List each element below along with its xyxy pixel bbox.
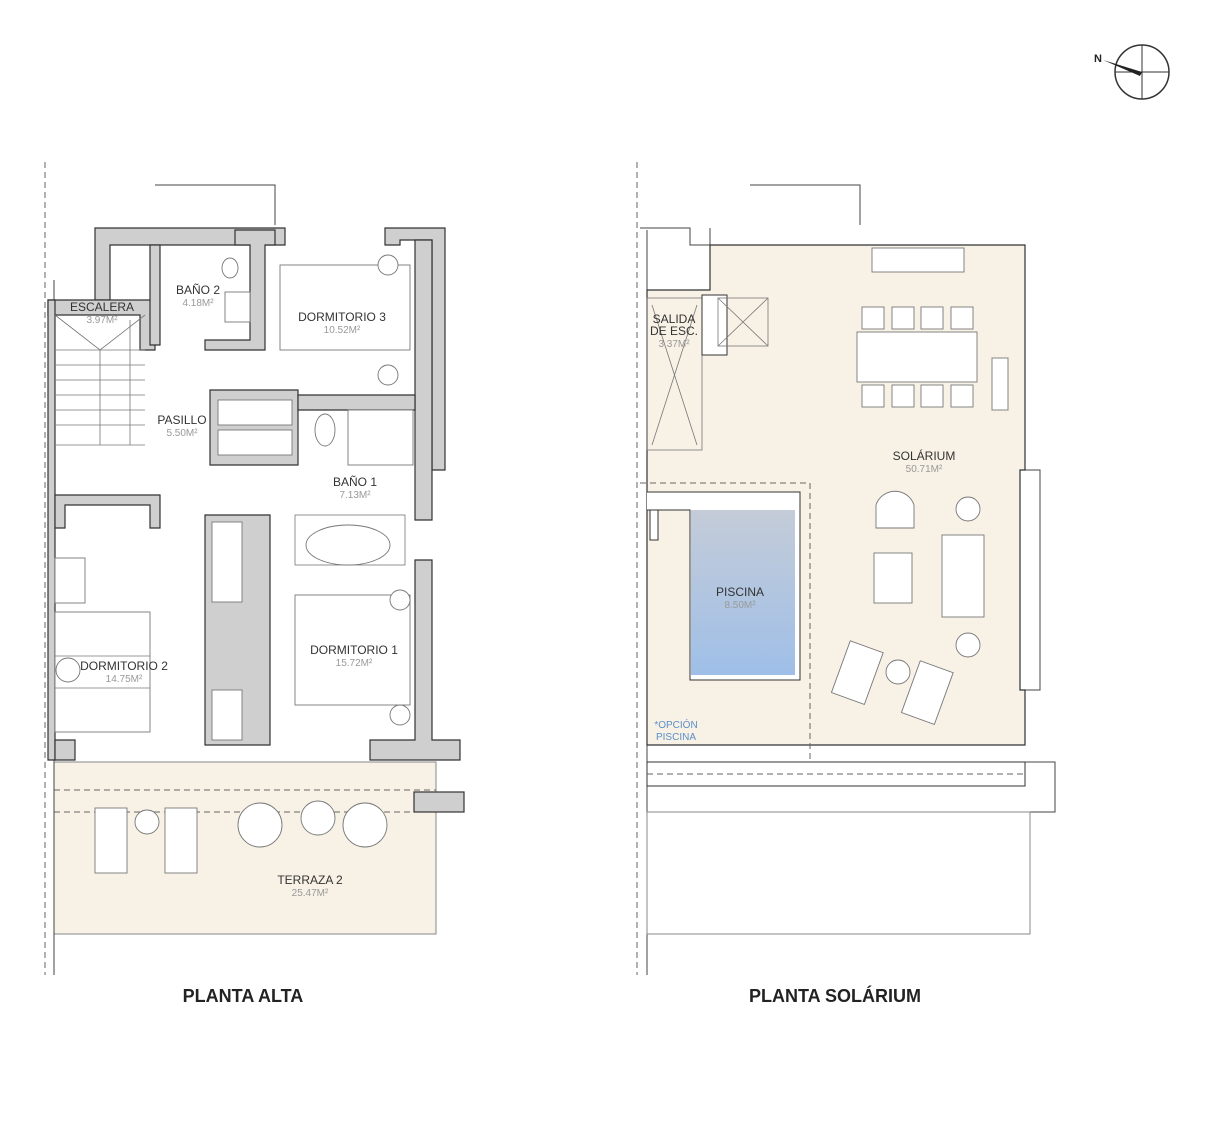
plan-planta-alta: ESCALERA 3.97M² BAÑO 2 4.18M² DORMITORIO… [44,162,465,1006]
svg-text:DE ESC.: DE ESC. [650,324,698,338]
plan-title-planta-alta: PLANTA ALTA [183,986,304,1006]
svg-text:15.72M²: 15.72M² [336,658,373,669]
room-dormitorio-3: DORMITORIO 3 10.52M² [298,310,386,336]
north-label: N [1094,53,1102,65]
svg-text:3.97M²: 3.97M² [86,315,118,326]
plan-title-planta-solarium: PLANTA SOLÁRIUM [749,985,921,1006]
svg-text:5.50M²: 5.50M² [166,428,198,439]
svg-text:SOLÁRIUM: SOLÁRIUM [893,448,956,463]
svg-text:PASILLO: PASILLO [157,413,206,427]
svg-text:*OPCIÓN: *OPCIÓN [654,718,697,731]
plan-planta-solarium: SALIDA DE ESC. 3.37M² SOLÁRIUM 50.71M² P… [636,162,1056,1006]
svg-text:BAÑO 2: BAÑO 2 [176,283,220,297]
svg-text:DORMITORIO 3: DORMITORIO 3 [298,310,386,324]
room-piscina: PISCINA 8.50M² [716,585,764,611]
svg-text:4.18M²: 4.18M² [182,298,214,309]
bathtub [305,524,391,566]
room-dormitorio-1: DORMITORIO 1 15.72M² [310,643,398,669]
svg-text:PISCINA: PISCINA [656,732,696,743]
svg-text:10.52M²: 10.52M² [324,325,361,336]
pool-option-note: *OPCIÓN PISCINA [654,718,697,743]
svg-text:SALIDA: SALIDA [653,312,696,326]
room-pasillo: PASILLO 5.50M² [157,413,206,439]
bed-dormitorio-1 [294,594,411,706]
staircase [54,314,146,446]
svg-text:7.13M²: 7.13M² [339,490,371,501]
svg-text:ESCALERA: ESCALERA [70,300,134,314]
svg-text:25.47M²: 25.47M² [292,888,329,899]
svg-text:50.71M²: 50.71M² [906,464,943,475]
svg-text:BAÑO 1: BAÑO 1 [333,475,377,489]
room-terraza-2: TERRAZA 2 25.47M² [277,873,343,899]
svg-text:14.75M²: 14.75M² [106,674,143,685]
svg-text:DORMITORIO 2: DORMITORIO 2 [80,659,168,673]
svg-text:TERRAZA 2: TERRAZA 2 [277,873,343,887]
room-solarium: SOLÁRIUM 50.71M² [893,448,956,475]
svg-text:3.37M²: 3.37M² [658,339,690,350]
svg-text:8.50M²: 8.50M² [724,600,756,611]
room-escalera: ESCALERA 3.97M² [70,300,134,326]
bed-dormitorio-3 [279,264,411,351]
dining-table [856,331,978,383]
pool [691,510,795,675]
room-bano-1: BAÑO 1 7.13M² [333,475,377,501]
svg-text:PISCINA: PISCINA [716,585,764,599]
svg-text:DORMITORIO 1: DORMITORIO 1 [310,643,398,657]
north-arrow-icon: N [1094,44,1170,100]
room-salida-de-escalera: SALIDA DE ESC. 3.37M² [650,312,698,350]
room-dormitorio-2: DORMITORIO 2 14.75M² [80,659,168,685]
room-bano-2: BAÑO 2 4.18M² [176,283,220,309]
